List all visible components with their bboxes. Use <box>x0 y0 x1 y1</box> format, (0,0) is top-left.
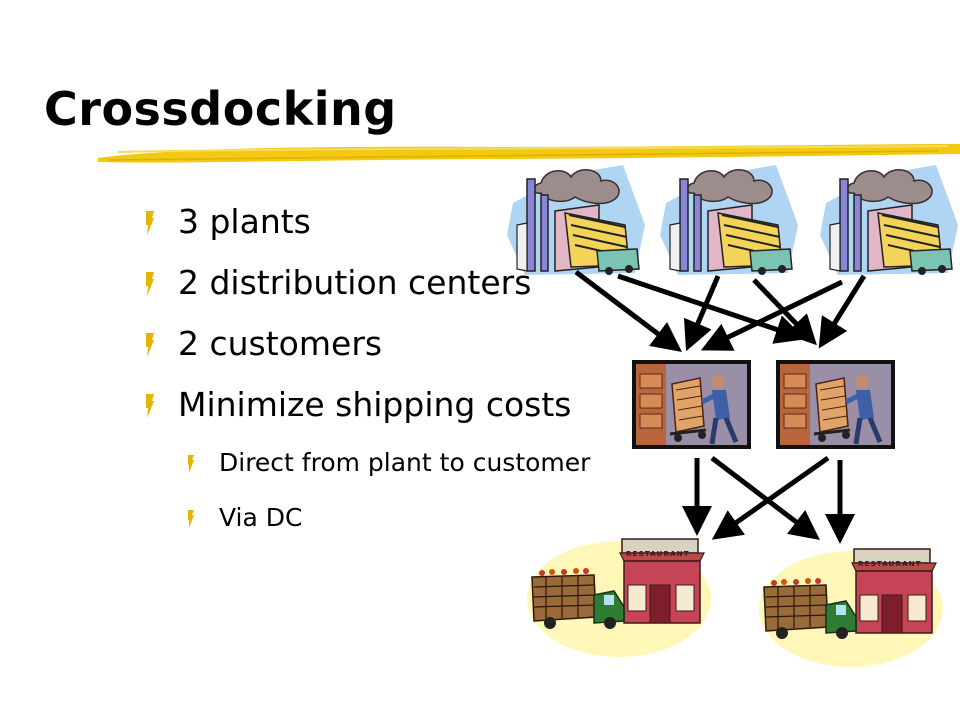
restaurant-sign: RESTAURANT <box>858 560 922 568</box>
arrow-dc2-cust1 <box>711 455 830 540</box>
bullet-marker-icon <box>146 394 154 418</box>
title-underline-brush <box>98 144 960 163</box>
flow-arrows <box>574 270 867 544</box>
sub-bullet-marker-icon <box>188 455 194 473</box>
arrow-plant1-dc1 <box>574 270 682 353</box>
customer-1-restaurant-icon: RESTAURANT <box>526 538 712 658</box>
sub-bullet-text: Via DC <box>219 503 303 532</box>
bullet-text: 2 customers <box>178 324 383 363</box>
plant-3-factory-icon <box>819 164 959 276</box>
customer-2-restaurant-icon: RESTAURANT <box>758 548 944 668</box>
bullet-text: 3 plants <box>178 202 311 241</box>
restaurant-sign: RESTAURANT <box>626 550 690 558</box>
bullet-text: Minimize shipping costs <box>178 385 572 424</box>
bullet-marker-icon <box>146 333 154 357</box>
arrow-plant3-dc1 <box>701 279 844 351</box>
dc-2-warehouse-icon <box>776 360 895 449</box>
bullet-marker-icon <box>146 272 154 296</box>
plant-2-factory-icon <box>659 164 799 276</box>
slide-title: Crossdocking <box>44 82 397 136</box>
arrow-plant3-dc2 <box>818 274 867 349</box>
sub-bullet-text: Direct from plant to customer <box>219 448 591 477</box>
bullet-marker-icon <box>146 211 154 235</box>
sub-bullet-marker-icon <box>188 510 194 528</box>
arrow-dc1-cust2 <box>710 456 820 541</box>
plant-1-factory-icon <box>506 164 646 276</box>
dc-1-warehouse-icon <box>632 360 751 449</box>
arrow-plant2-dc1 <box>684 275 721 352</box>
bullet-text: 2 distribution centers <box>178 263 532 302</box>
